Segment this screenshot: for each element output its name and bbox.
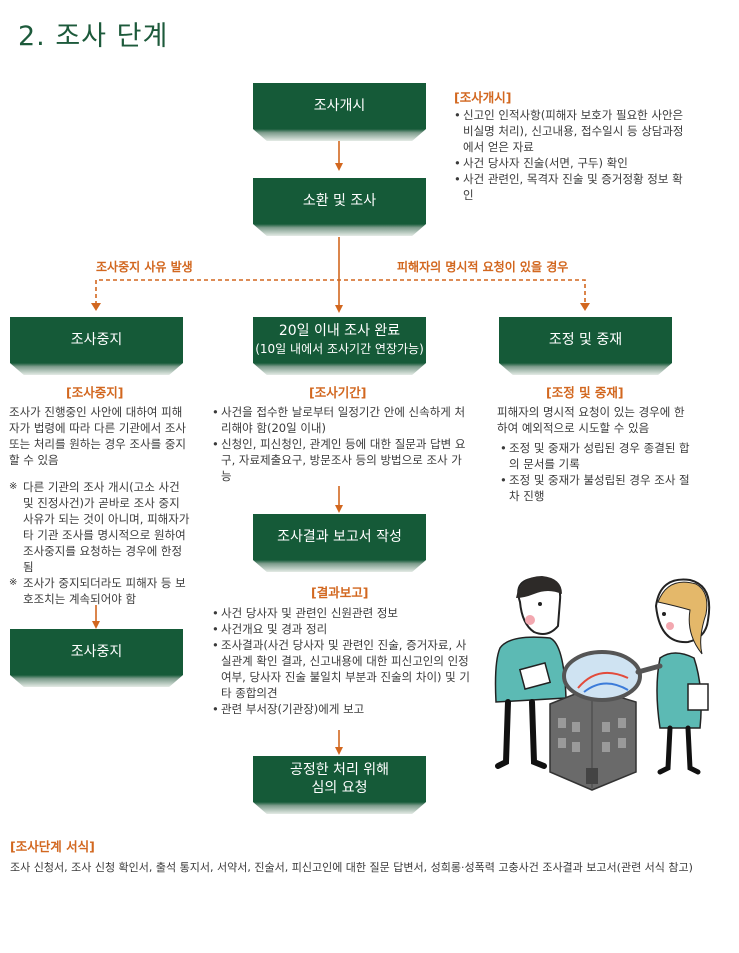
stop-info-body: 조사가 진행중인 사안에 대하여 피해자가 법령에 따라 다른 기관에서 조사 … — [9, 405, 186, 467]
period-info-heading: [조사기간] — [309, 385, 367, 400]
magnifier-icon — [562, 650, 663, 702]
start-info-heading: [조사개시] — [454, 90, 512, 105]
list-item: 사건개요 및 경과 정리 — [212, 621, 474, 637]
report-box: 조사결과 보고서 작성 — [253, 514, 426, 560]
report-info-list: 사건 당사자 및 관련인 신원관련 정보 사건개요 및 경과 정리 조사결과(사… — [212, 605, 474, 717]
stop-box-label: 조사중지 — [70, 332, 123, 348]
man-figure-icon — [494, 576, 567, 769]
review-box-line1: 공정한 처리 위해 — [289, 762, 390, 778]
forms-heading: [조사단계 서식] — [10, 839, 95, 854]
summon-box: 소환 및 조사 — [253, 178, 426, 224]
condition-left: 조사중지 사유 발생 — [96, 260, 193, 274]
mediation-info-list: 조정 및 중재가 성립된 경우 종결된 합의 문서를 기록 조정 및 중재가 불… — [500, 440, 690, 504]
start-info-list: 신고인 인적사항(피해자 보호가 필요한 사안은 비실명 처리), 신고내용, … — [454, 107, 686, 203]
arrow-to-stop — [91, 303, 101, 311]
list-item: 조사가 중지되더라도 피해자 등 보호조치는 계속되어야 함 — [9, 575, 191, 607]
complete-box-title: 20일 이내 조사 완료 — [278, 323, 401, 339]
building-icon — [549, 687, 637, 791]
arrow-to-mediation — [580, 303, 590, 311]
mediation-info-body: 피해자의 명시적 요청이 있는 경우에 한하여 예외적으로 시도할 수 있음 — [497, 405, 685, 435]
stop2-box-label: 조사중지 — [70, 644, 123, 660]
complete-box-subtitle: (10일 내에서 조사기간 연장가능) — [255, 342, 424, 356]
period-info-list: 사건을 접수한 날로부터 일정기간 안에 신속하게 처리해야 함(20일 이내)… — [212, 404, 470, 484]
start-box: 조사개시 — [253, 83, 426, 129]
report-info-heading: [결과보고] — [311, 585, 369, 600]
start-box-label: 조사개시 — [313, 98, 366, 114]
list-item: 관련 부서장(기관장)에게 보고 — [212, 701, 474, 717]
review-box-line2: 심의 요청 — [311, 780, 368, 796]
condition-right: 피해자의 명시적 요청이 있을 경우 — [397, 260, 569, 274]
stop2-box: 조사중지 — [10, 629, 183, 675]
stop-info-heading: [조사중지] — [66, 385, 124, 400]
list-item: 신청인, 피신청인, 관계인 등에 대한 질문과 답변 요구, 자료제출요구, … — [212, 436, 470, 484]
list-item: 조정 및 중재가 불성립된 경우 조사 절차 진행 — [500, 472, 690, 504]
list-item: 사건을 접수한 날로부터 일정기간 안에 신속하게 처리해야 함(20일 이내) — [212, 404, 470, 436]
report-box-label: 조사결과 보고서 작성 — [277, 529, 402, 545]
list-item: 사건 당사자 및 관련인 신원관련 정보 — [212, 605, 474, 621]
woman-figure-icon — [654, 578, 711, 775]
list-item: 다른 기관의 조사 개시(고소 사건 및 진정사건)가 곧바로 조사 중지 사유… — [9, 479, 191, 575]
review-box: 공정한 처리 위해 심의 요청 — [253, 756, 426, 802]
investigators-illustration — [494, 576, 711, 791]
list-item: 신고인 인적사항(피해자 보호가 필요한 사안은 비실명 처리), 신고내용, … — [454, 107, 686, 155]
mediation-info-heading: [조정 및 중재] — [546, 385, 624, 400]
mediation-box-label: 조정 및 중재 — [548, 332, 623, 348]
stop-box: 조사중지 — [10, 317, 183, 363]
page-title: 2. 조사 단계 — [18, 21, 169, 52]
forms-body: 조사 신청서, 조사 신청 확인서, 출석 통지서, 서약서, 진술서, 피신고… — [10, 861, 693, 874]
list-item: 조정 및 중재가 성립된 경우 종결된 합의 문서를 기록 — [500, 440, 690, 472]
complete-box: 20일 이내 조사 완료 (10일 내에서 조사기간 연장가능) — [253, 317, 426, 363]
summon-box-label: 소환 및 조사 — [302, 193, 377, 209]
stop-info-notes: 다른 기관의 조사 개시(고소 사건 및 진정사건)가 곧바로 조사 중지 사유… — [9, 479, 191, 607]
branch-dashed-line — [95, 279, 586, 305]
list-item: 사건 관련인, 목격자 진술 및 증거정황 정보 확인 — [454, 171, 686, 203]
mediation-box: 조정 및 중재 — [499, 317, 672, 363]
list-item: 사건 당사자 진술(서면, 구두) 확인 — [454, 155, 686, 171]
list-item: 조사결과(사건 당사자 및 관련인 진술, 증거자료, 사실관계 확인 결과, … — [212, 637, 474, 701]
